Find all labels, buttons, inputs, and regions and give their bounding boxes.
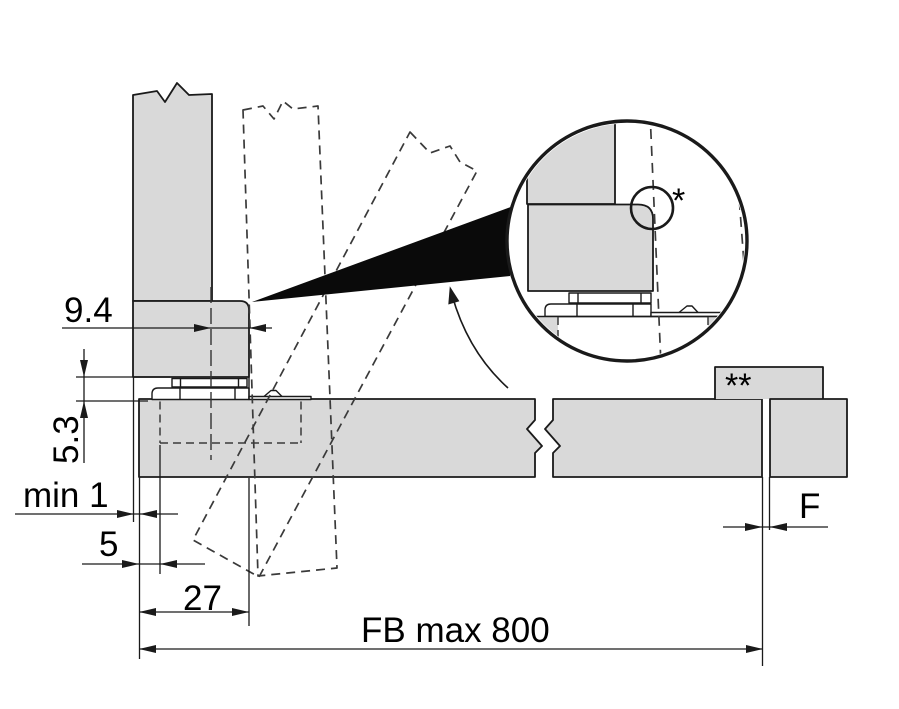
front-panel-left-segment [138,398,543,478]
dim-arrow-right [140,510,157,518]
dim-label-boring-distance: 27 [183,579,222,618]
extension-lines [76,376,771,666]
dim-arrow-left [194,324,211,332]
hinge-arm-bar [171,377,248,388]
swing-arrow [448,286,509,389]
dim-arrow-left [122,560,139,568]
swing-arrow-head [448,286,460,305]
detail-open-door-edge-left [649,123,662,359]
detail-callout-wedge [252,205,516,302]
dim-label-joint-gap: F [799,487,820,526]
dim-label-front-width: FB max 800 [361,611,550,650]
mounting-plate-ticks [179,388,236,400]
mounting-plate [151,387,250,401]
detail-front-panel-left [509,317,558,355]
dim-label-gap-height: 5.3 [47,415,86,464]
open-door-position-wide [192,131,478,578]
detail-mounting-plate [544,303,652,318]
dim-label-min-clearance: min 1 [23,476,109,515]
detail-plate-ticks [576,304,634,317]
dim-label-cup-distance: 9.4 [64,291,113,330]
dim-arrow-right [769,523,787,531]
dim-arrow-left [117,510,134,518]
door-edge-block [132,300,250,378]
open-door-positions [192,100,478,578]
swing-arrow-arc [451,294,509,389]
hinge-flange-bump [263,389,283,398]
dimension-min-clearance: min 1 [15,476,178,518]
dim-arrow-top [80,360,88,377]
dimension-boring-distance: 27 [139,579,249,618]
fixing-marker-label: ** [725,367,751,405]
front-panel-right-segment [544,398,763,478]
detail-hinge-arm-bar [568,292,652,304]
opposite-cabinet-panel [769,398,848,478]
hinge-mechanism [151,287,312,460]
dim-arrow-left [139,645,156,653]
dim-arrow-right [160,560,177,568]
cabinet-side-panel [132,82,213,302]
detail-door-edge-block [527,203,654,292]
dimension-joint-gap: F [723,487,828,531]
cabinet-and-door-edge [132,82,250,378]
dim-arrow-right [746,645,763,653]
detail-hinge-bar-ticks [577,293,642,303]
detail-marker-label: * [672,182,685,220]
dim-arrow-left [139,608,156,616]
detail-callout: * [252,119,749,363]
dimension-edge-distance: 5 [82,525,205,568]
dimension-front-width: FB max 800 [139,611,763,653]
front-panel [138,366,848,478]
dim-arrow-bottom [80,401,88,418]
open-door-position-90 [242,100,338,577]
dimension-cup-distance: 9.4 [62,291,272,332]
dim-arrow-right [249,324,266,332]
dim-arrow-right [232,608,249,616]
hinge-arm-bar-ticks [179,378,240,387]
hinge-flange-plate [248,395,312,401]
detail-flange-bump [678,305,699,314]
dim-arrow-left [745,523,763,531]
dim-label-edge-distance: 5 [99,525,118,564]
anchor-pocket-outline [159,401,302,444]
dimension-gap-height: 5.3 [47,349,88,464]
rear-fixing-tab [714,366,824,400]
corner-radius-marker-circle [629,185,675,231]
